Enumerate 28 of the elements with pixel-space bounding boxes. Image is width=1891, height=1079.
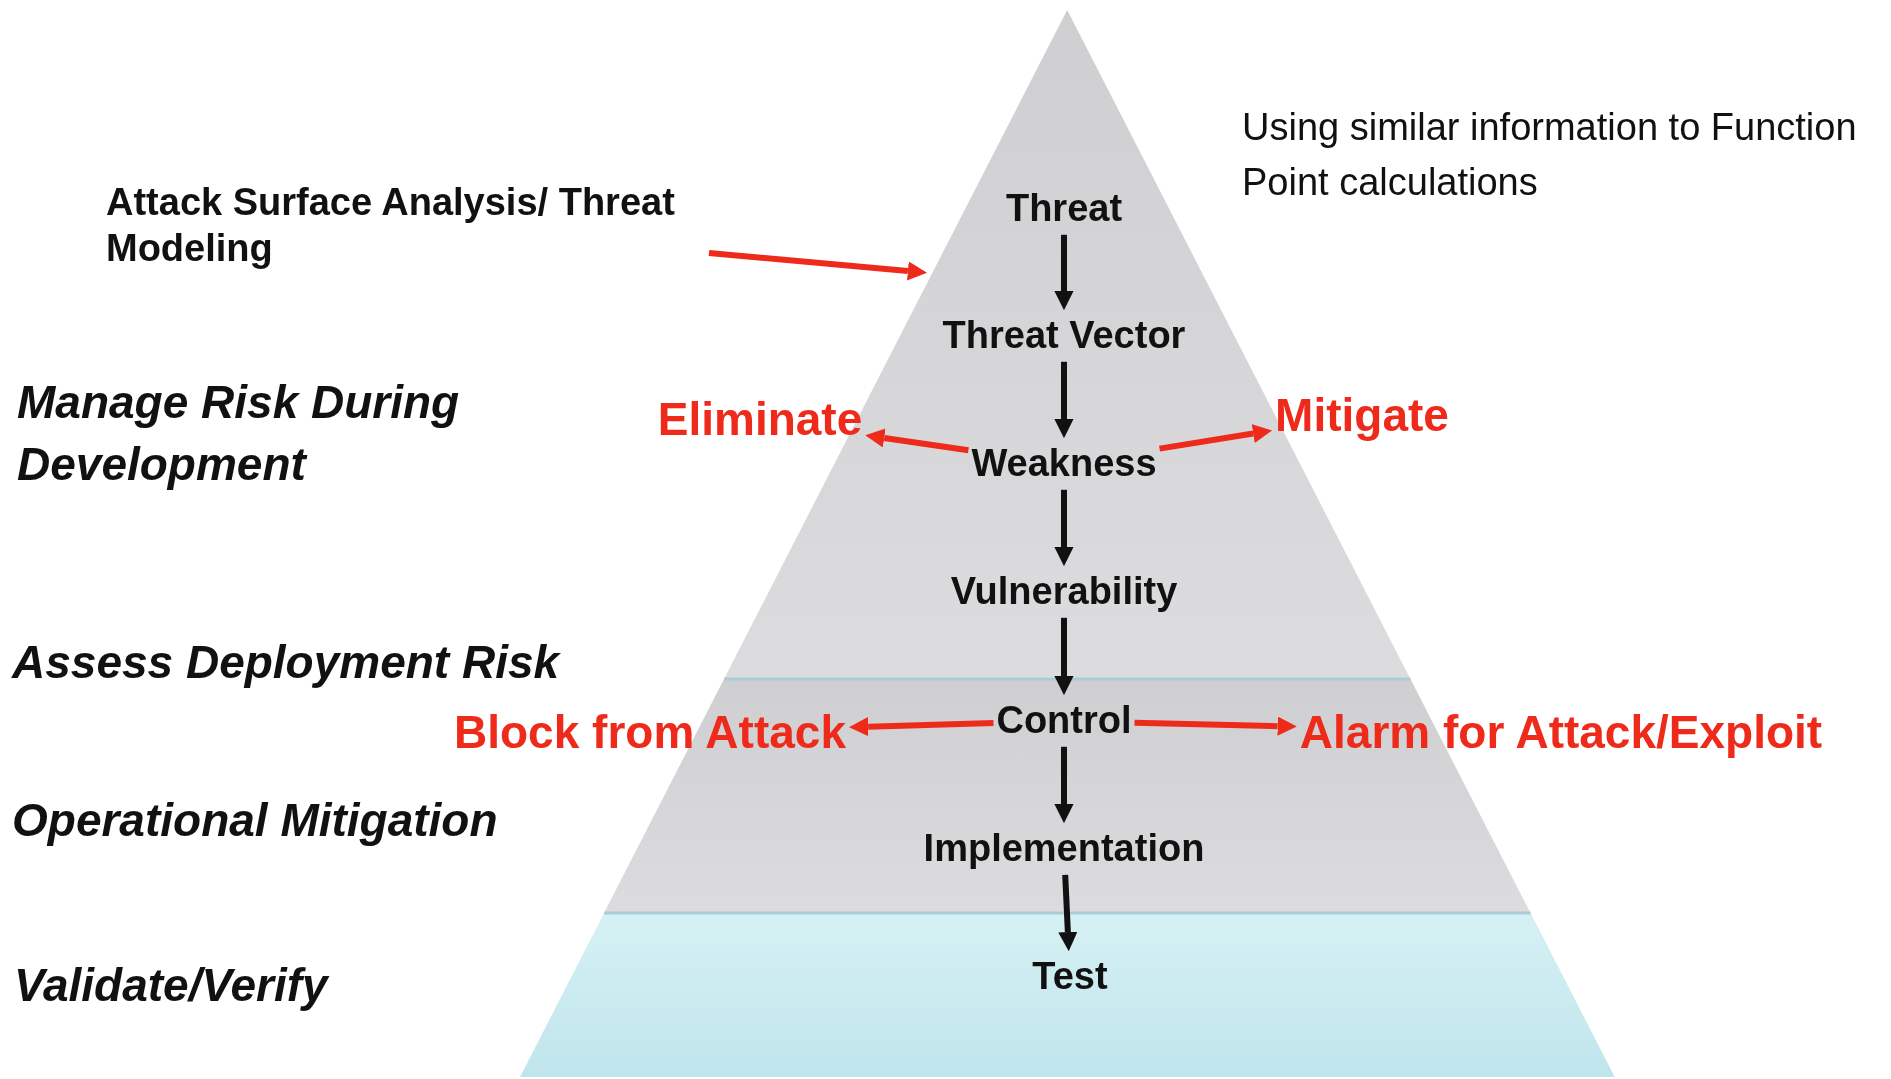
stage-label: Threat Vector (942, 313, 1186, 359)
arrow (1054, 361, 1074, 439)
action-label: Eliminate (657, 392, 863, 448)
note-text: Using similar information to Function Point calculations (1242, 105, 1858, 206)
arrow (1134, 716, 1297, 736)
arrow (1159, 424, 1273, 452)
phase-label: Assess Deployment Risk (12, 635, 560, 690)
arrow (1058, 874, 1078, 952)
phase-label: Manage Risk During Development (17, 375, 461, 493)
arrow (1054, 746, 1074, 824)
arrow (849, 717, 994, 737)
action-label: Block from Attack (454, 705, 846, 761)
stage-label: Implementation (923, 826, 1205, 872)
stage-label: Control (996, 698, 1132, 744)
stage-label: Test (1032, 954, 1108, 1000)
phase-label: Validate/Verify (14, 958, 328, 1013)
phase-label: Operational Mitigation (12, 793, 498, 848)
stage-label: Vulnerability (950, 569, 1178, 615)
action-label: Mitigate (1275, 388, 1449, 444)
arrow (865, 428, 969, 454)
arrow (1054, 489, 1074, 567)
action-label: Alarm for Attack/Exploit (1299, 705, 1823, 761)
arrow (1054, 617, 1074, 696)
callout-text: Attack Surface Analysis/ Threat Modeling (106, 180, 706, 272)
stage-label: Weakness (971, 441, 1157, 487)
stage-label: Threat (1005, 186, 1123, 232)
arrow (1054, 234, 1074, 311)
arrow (708, 250, 927, 281)
